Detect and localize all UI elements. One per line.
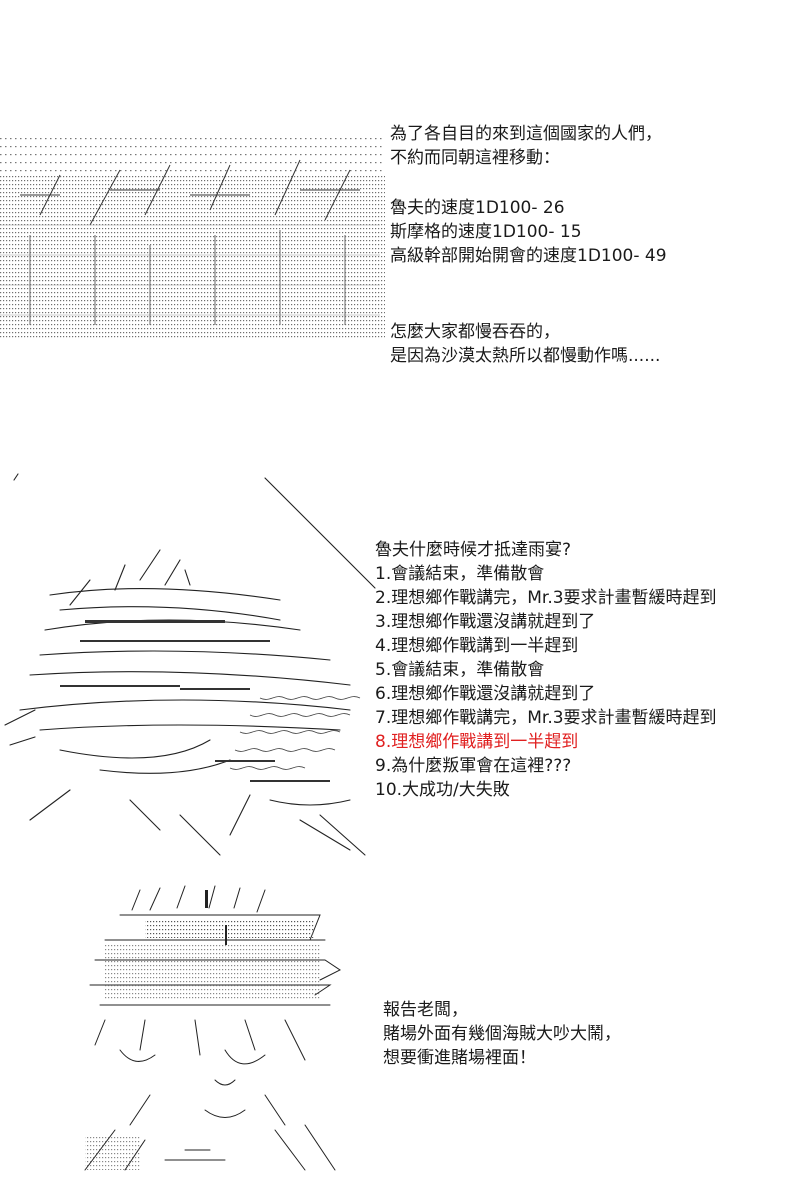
- option-item: 1.會議結束，準備散會: [375, 564, 545, 584]
- option-item: 10.大成功/大失敗: [375, 780, 510, 800]
- option-item: 4.理想鄉作戰講到一半趕到: [375, 636, 579, 656]
- report-line: 報告老闆，: [383, 1000, 468, 1020]
- option-item: 3.理想鄉作戰還沒講就趕到了: [375, 612, 596, 632]
- option-item: 7.理想鄉作戰講完，Mr.3要求計畫暫緩時趕到: [375, 708, 717, 728]
- panel2-text: 魯夫什麼時候才抵達雨宴? 1.會議結束，準備散會 2.理想鄉作戰講完，Mr.3要…: [375, 538, 717, 802]
- panel3-text: 報告老闆， 賭場外面有幾個海賊大吵大鬧， 想要衝進賭場裡面！: [383, 998, 621, 1070]
- intro-line: 為了各自目的來到這個國家的人們，: [390, 124, 662, 144]
- speed-roll-luffy: 魯夫的速度1D100- 26: [390, 198, 565, 218]
- option-item: 6.理想鄉作戰還沒講就趕到了: [375, 684, 596, 704]
- speed-roll-officers: 高級幹部開始開會的速度1D100- 49: [390, 246, 667, 266]
- crowd-ascii-art: [0, 135, 385, 340]
- speed-roll-smoker: 斯摩格的速度1D100- 15: [390, 222, 582, 242]
- report-line: 賭場外面有幾個海賊大吵大鬧，: [383, 1024, 621, 1044]
- intro-line: 不約而同朝這裡移動：: [390, 148, 560, 168]
- question-line: 怎麼大家都慢吞吞的，: [390, 322, 560, 342]
- guard-face-ascii-art: [84, 885, 341, 1171]
- panel1-text: 為了各自目的來到這個國家的人們， 不約而同朝這裡移動： 魯夫的速度1D100- …: [390, 122, 667, 368]
- option-item: 2.理想鄉作戰講完，Mr.3要求計畫暫緩時趕到: [375, 588, 717, 608]
- option-item-selected: 8.理想鄉作戰講到一半趕到: [375, 732, 579, 752]
- question-line: 是因為沙漠太熱所以都慢動作嗎......: [390, 346, 661, 366]
- luffy-arrival-question: 魯夫什麼時候才抵達雨宴?: [375, 540, 572, 560]
- report-line: 想要衝進賭場裡面！: [383, 1048, 536, 1068]
- option-item: 5.會議結束，準備散會: [375, 660, 545, 680]
- luffy-running-ascii-art: [4, 473, 376, 856]
- option-item: 9.為什麼叛軍會在這裡???: [375, 756, 572, 776]
